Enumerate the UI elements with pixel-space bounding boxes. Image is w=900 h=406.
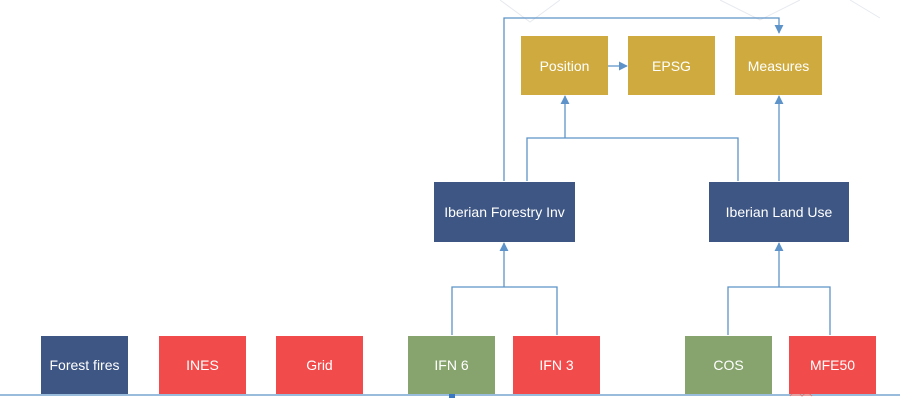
cos-box: COS: [685, 336, 772, 394]
mfe50-box: MFE50: [789, 336, 876, 394]
iberian-forestry-box: Iberian Forestry Inv: [434, 182, 575, 242]
connector-forestry-landuse-merge: [526, 137, 739, 181]
ifn6-label: IFN 6: [434, 357, 469, 373]
measures-box: Measures: [735, 36, 822, 95]
grid-label: Grid: [306, 357, 333, 373]
ines-box: INES: [159, 336, 246, 394]
iberian-forestry-label: Iberian Forestry Inv: [444, 204, 565, 220]
measures-label: Measures: [747, 57, 810, 74]
baseline-handle: [449, 392, 455, 398]
ifn6-box: IFN 6: [408, 336, 495, 394]
ines-label: INES: [186, 357, 219, 373]
grid-box: Grid: [276, 336, 363, 394]
forest-fires-label: Forest fires: [49, 357, 120, 373]
mfe50-label: MFE50: [809, 357, 856, 373]
connector-ifn-merge: [451, 286, 558, 335]
cos-label: COS: [713, 357, 744, 373]
connector-forestry-to-measures: [503, 17, 784, 181]
position-label: Position: [539, 57, 590, 74]
background-decoration: [499, 0, 881, 23]
iberian-land-use-box: Iberian Land Use: [709, 182, 849, 242]
epsg-box: EPSG: [628, 36, 715, 95]
position-box: Position: [521, 36, 608, 95]
ifn3-box: IFN 3: [513, 336, 600, 394]
connector-cos-mfe-merge: [727, 286, 831, 335]
ifn3-label: IFN 3: [539, 357, 574, 373]
iberian-land-use-label: Iberian Land Use: [725, 204, 833, 220]
forest-fires-box: Forest fires: [41, 336, 128, 394]
epsg-label: EPSG: [652, 57, 691, 74]
